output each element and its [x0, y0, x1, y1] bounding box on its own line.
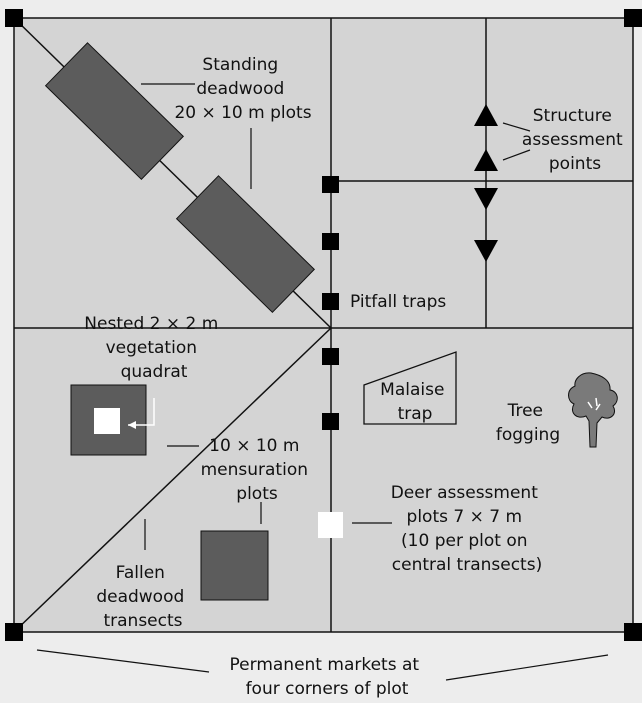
- pitfall-trap: [322, 176, 339, 193]
- label-malaise-trap: Malaise trap: [380, 380, 450, 424]
- pitfall-trap: [322, 413, 339, 430]
- label-deer-assessment: Deer assessment plots 7 × 7 m (10 per pl…: [391, 483, 544, 575]
- markers-leader-left: [36, 649, 210, 673]
- quadrat-pointer-arrow: [128, 421, 136, 429]
- triangle-down-icon: [474, 240, 498, 262]
- quadrat-pointer: [128, 398, 155, 426]
- label-standing-deadwood: Standing deadwood 20 × 10 m plots: [174, 55, 311, 123]
- tree-fogging-mark: [587, 397, 601, 411]
- markers-leader-right: [445, 654, 609, 681]
- corner-marker-bottom-left: [5, 623, 23, 641]
- label-mensuration-plots: 10 × 10 m mensuration plots: [201, 436, 314, 504]
- vegetation-quadrat: [94, 408, 120, 434]
- corner-marker-top-right: [624, 9, 642, 27]
- corner-marker-bottom-right: [624, 623, 642, 641]
- pitfall-trap: [322, 233, 339, 250]
- label-permanent-markers: Permanent markets at four corners of plo…: [230, 655, 425, 699]
- structure-leader: [502, 122, 531, 132]
- triangle-up-icon: [474, 149, 498, 171]
- label-nested-quadrat: Nested 2 × 2 m vegetation quadrat: [84, 314, 223, 382]
- label-tree-fogging: Tree fogging: [496, 401, 560, 445]
- malaise-trap: [363, 351, 457, 425]
- deer-assessment-plot: [318, 512, 343, 538]
- standing-deadwood-plot-2: [175, 175, 316, 314]
- triangle-up-icon: [474, 104, 498, 126]
- triangle-down-icon: [474, 188, 498, 210]
- corner-marker-top-left: [5, 9, 23, 27]
- label-structure-points: Structure assessment points: [522, 106, 628, 174]
- mensuration-plot-bottom: [200, 530, 269, 601]
- fallen-deadwood-transect: [13, 327, 332, 633]
- standing-deadwood-plot-1: [44, 42, 185, 181]
- tree-icon: [568, 372, 618, 448]
- label-fallen-deadwood: Fallen deadwood transects: [96, 563, 189, 631]
- pitfall-trap: [322, 348, 339, 365]
- structure-leader: [502, 149, 531, 161]
- pitfall-trap: [322, 293, 339, 310]
- label-pitfall-traps: Pitfall traps: [350, 292, 446, 312]
